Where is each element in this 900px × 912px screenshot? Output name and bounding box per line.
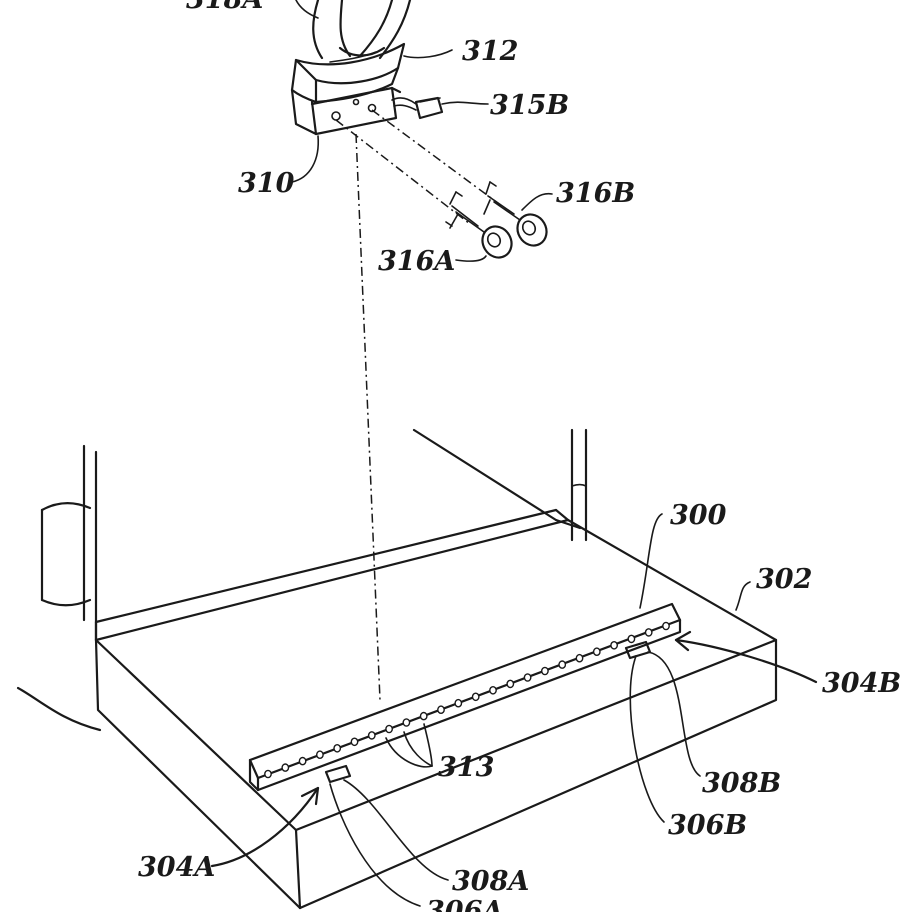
light-hole xyxy=(558,660,567,669)
light-hole xyxy=(298,756,307,766)
background-frame xyxy=(16,428,588,732)
platform-302 xyxy=(94,508,778,910)
label-316a: 316A xyxy=(378,246,455,277)
light-hole xyxy=(402,718,411,727)
label-306a: 306A xyxy=(426,896,503,912)
light-hole xyxy=(264,769,272,779)
label-302: 302 xyxy=(756,564,812,595)
lamp-316b xyxy=(483,181,548,247)
light-hole xyxy=(315,750,324,760)
light-hole xyxy=(367,731,376,740)
label-313: 313 xyxy=(438,752,494,783)
label-304b: 304B xyxy=(822,668,900,699)
light-hole xyxy=(610,641,618,650)
light-hole xyxy=(281,763,290,772)
light-hole xyxy=(471,692,480,702)
light-bar-holes xyxy=(264,621,670,779)
label-312: 312 xyxy=(462,36,518,67)
label-318a: 318A xyxy=(186,0,263,15)
bracket-312 xyxy=(290,42,406,104)
light-bar-300 xyxy=(248,602,682,792)
light-hole xyxy=(575,653,584,663)
light-hole xyxy=(489,686,497,695)
light-hole xyxy=(644,628,653,637)
label-300: 300 xyxy=(670,500,727,531)
light-hole xyxy=(627,634,636,644)
light-hole xyxy=(662,621,670,631)
lamp-316a xyxy=(445,191,513,259)
light-hole xyxy=(419,711,428,721)
projection-lines xyxy=(335,109,511,701)
label-304a: 304A xyxy=(138,852,215,883)
light-hole xyxy=(350,737,359,747)
light-hole xyxy=(385,724,393,734)
leader-lines xyxy=(210,49,818,907)
housing-310 xyxy=(290,86,444,136)
label-308a: 308A xyxy=(452,866,529,897)
light-hole xyxy=(523,673,532,682)
light-hole xyxy=(333,744,342,753)
light-hole xyxy=(541,666,549,676)
light-hole xyxy=(454,698,463,708)
label-306b: 306B xyxy=(668,810,747,841)
light-hole xyxy=(506,679,515,689)
label-316b: 316B xyxy=(556,178,635,209)
light-hole xyxy=(437,705,445,715)
label-315b: 315B xyxy=(490,90,569,121)
sensor-a xyxy=(324,764,352,784)
label-310: 310 xyxy=(238,168,295,199)
light-hole xyxy=(592,647,601,657)
label-308b: 308B xyxy=(702,768,781,799)
